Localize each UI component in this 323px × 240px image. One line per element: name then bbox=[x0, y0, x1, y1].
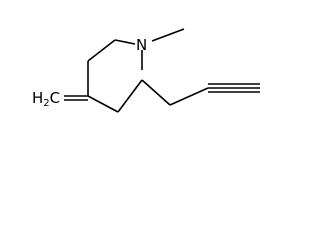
molecule-structure: N H2C bbox=[32, 28, 260, 113]
bond-c2-c3 bbox=[117, 79, 143, 113]
bond-c3-c4 bbox=[87, 95, 119, 113]
methylene-group-label: H2C bbox=[32, 89, 61, 109]
nitrogen-atom-label: N bbox=[136, 36, 148, 54]
bond-diagram bbox=[64, 28, 260, 113]
bond-n-methyl bbox=[151, 28, 185, 42]
bond-c6-n bbox=[114, 39, 136, 45]
bond-c5-c6 bbox=[87, 39, 116, 62]
bond-c2-ch2 bbox=[141, 79, 171, 106]
bond-ch2-csp bbox=[169, 87, 209, 106]
